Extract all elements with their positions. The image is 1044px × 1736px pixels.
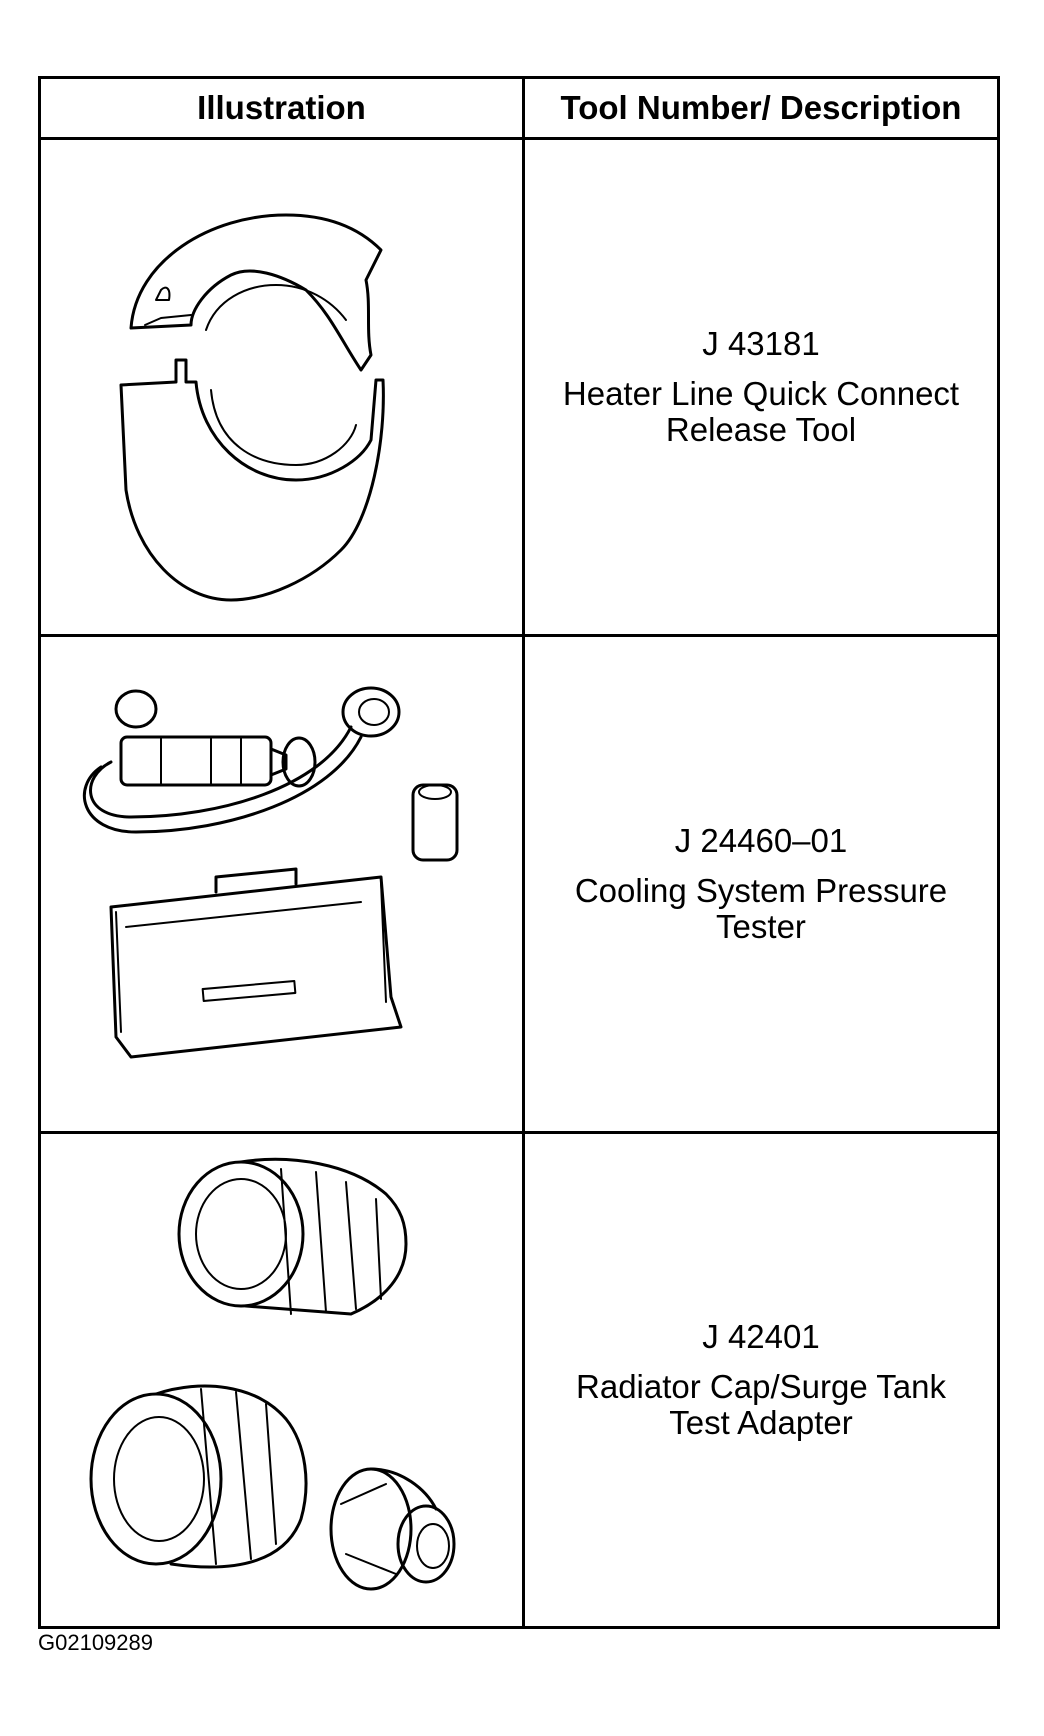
table-row: J 43181 Heater Line Quick Connect Releas…: [41, 140, 997, 637]
tool-description: Radiator Cap/Surge Tank Test Adapter: [576, 1368, 946, 1441]
pressure-tester-illustration: [41, 637, 525, 1131]
test-adapter-illustration: [41, 1134, 525, 1626]
tool-description-cell: J 43181 Heater Line Quick Connect Releas…: [525, 140, 997, 634]
table-row: J 42401 Radiator Cap/Surge Tank Test Ada…: [41, 1134, 997, 1626]
table-row: J 24460–01 Cooling System Pressure Teste…: [41, 637, 997, 1134]
release-tool-illustration: [41, 140, 525, 634]
release-tool-drawing: [119, 213, 385, 602]
tool-description: Cooling System Pressure Tester: [574, 872, 948, 945]
tool-description: Heater Line Quick Connect Release Tool: [562, 375, 960, 448]
tool-description-cell: J 24460–01 Cooling System Pressure Teste…: [525, 637, 997, 1131]
tool-number: J 24460–01: [674, 822, 848, 859]
header-tool-description: Tool Number/ Description: [560, 89, 962, 126]
figure-code: G02109289: [38, 1630, 153, 1655]
tool-number: J 42401: [702, 1318, 820, 1355]
test-adapter-drawing: [89, 1157, 456, 1591]
header-illustration: Illustration: [41, 79, 525, 137]
tool-number: J 43181: [702, 325, 820, 362]
tool-description-cell: J 42401 Radiator Cap/Surge Tank Test Ada…: [525, 1134, 997, 1626]
tool-table: Illustration Tool Number/ Description J …: [38, 76, 1000, 1629]
pressure-tester-drawing: [83, 686, 459, 1059]
table-header-row: Illustration Tool Number/ Description: [41, 79, 997, 140]
